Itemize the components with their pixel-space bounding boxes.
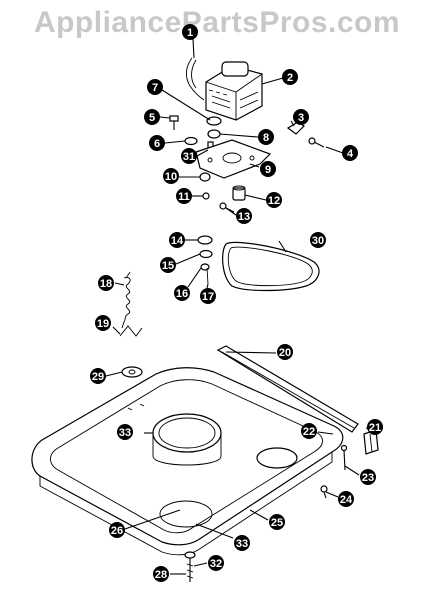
svg-text:11: 11 [178, 191, 190, 203]
callout-22: 22 [301, 423, 317, 439]
svg-text:20: 20 [279, 347, 291, 359]
callout-15: 15 [160, 257, 176, 273]
part-32-bolt [184, 551, 196, 582]
part-10-nut [199, 172, 211, 182]
part-2-motor [205, 61, 263, 121]
svg-text:28: 28 [155, 569, 167, 581]
callout-6: 6 [149, 135, 165, 151]
callout-5: 5 [144, 109, 160, 125]
svg-text:12: 12 [268, 195, 280, 207]
callout-2: 2 [282, 69, 298, 85]
part-15-washer [199, 249, 213, 259]
callout-12: 12 [266, 192, 282, 208]
part-11-nut [202, 192, 210, 200]
callout-21: 21 [367, 419, 383, 435]
svg-text:14: 14 [171, 235, 184, 247]
svg-text:19: 19 [97, 318, 109, 330]
callout-20: 20 [277, 344, 293, 360]
svg-text:4: 4 [347, 148, 354, 160]
callout-13: 13 [236, 208, 252, 224]
callout-17: 17 [200, 288, 216, 304]
part-29-washer [121, 366, 143, 378]
callout-3: 3 [293, 109, 309, 125]
svg-text:17: 17 [202, 291, 214, 303]
svg-text:23: 23 [362, 472, 374, 484]
callout-26: 26 [109, 522, 125, 538]
svg-text:18: 18 [100, 278, 112, 290]
part-1-wire [185, 57, 205, 101]
callout-11: 11 [176, 188, 192, 204]
callout-28: 28 [153, 566, 169, 582]
callout-24: 24 [338, 491, 354, 507]
part-5-bolt [169, 115, 179, 130]
svg-text:3: 3 [298, 112, 304, 124]
svg-text:6: 6 [154, 138, 160, 150]
svg-text:15: 15 [162, 260, 174, 272]
svg-text:29: 29 [92, 371, 104, 383]
svg-text:33: 33 [119, 427, 131, 439]
callout-25: 25 [269, 514, 285, 530]
callout-10: 10 [163, 168, 179, 184]
callout-33-top: 33 [117, 424, 133, 440]
part-12-bushing [232, 185, 246, 201]
callout-16: 16 [174, 285, 190, 301]
part-23-bolt [340, 444, 348, 471]
svg-text:24: 24 [340, 494, 353, 506]
part-18-spring [121, 271, 131, 329]
callout-33-bottom: 33 [234, 535, 250, 551]
svg-text:2: 2 [287, 72, 293, 84]
callout-31: 31 [181, 148, 197, 164]
part-7-washer [206, 116, 222, 126]
svg-text:13: 13 [238, 211, 250, 223]
svg-text:10: 10 [165, 171, 177, 183]
part-20-rail [216, 345, 359, 433]
callout-9: 9 [260, 161, 276, 177]
callout-14: 14 [169, 232, 185, 248]
svg-text:8: 8 [263, 132, 269, 144]
callout-19: 19 [95, 315, 111, 331]
svg-text:22: 22 [303, 426, 315, 438]
part-6-washer [184, 136, 198, 146]
part-14-pulley [197, 235, 213, 245]
part-19-rod [119, 325, 143, 337]
svg-text:25: 25 [271, 517, 283, 529]
part-30-belt [222, 241, 320, 292]
part-17-clip [206, 267, 209, 285]
svg-text:33: 33 [236, 538, 248, 550]
callout-7: 7 [147, 79, 163, 95]
svg-text:31: 31 [183, 151, 195, 163]
svg-text:16: 16 [176, 288, 188, 300]
part-24-screw [320, 485, 328, 499]
callout-29: 29 [90, 368, 106, 384]
callout-4: 4 [342, 145, 358, 161]
watermark: AppliancePartsPros.com [33, 6, 401, 39]
callout-30: 30 [310, 232, 326, 248]
svg-text:9: 9 [265, 164, 271, 176]
callout-23: 23 [360, 469, 376, 485]
part-25-base [31, 367, 344, 556]
svg-text:26: 26 [111, 525, 123, 537]
callout-8: 8 [258, 129, 274, 145]
svg-text:5: 5 [149, 112, 155, 124]
part-3-bracket [286, 121, 305, 135]
svg-text:30: 30 [312, 235, 324, 247]
callout-32: 32 [208, 555, 224, 571]
part-9-plate [195, 139, 272, 179]
svg-text:32: 32 [210, 558, 222, 570]
callout-18: 18 [98, 275, 114, 291]
part-13-screw [219, 202, 235, 213]
part-4-screw [308, 137, 325, 148]
svg-text:7: 7 [152, 82, 158, 94]
part-16-nut [200, 263, 210, 271]
svg-text:1: 1 [187, 27, 193, 39]
part-8-washer [207, 129, 221, 139]
callout-1: 1 [182, 24, 198, 40]
svg-text:21: 21 [369, 422, 381, 434]
